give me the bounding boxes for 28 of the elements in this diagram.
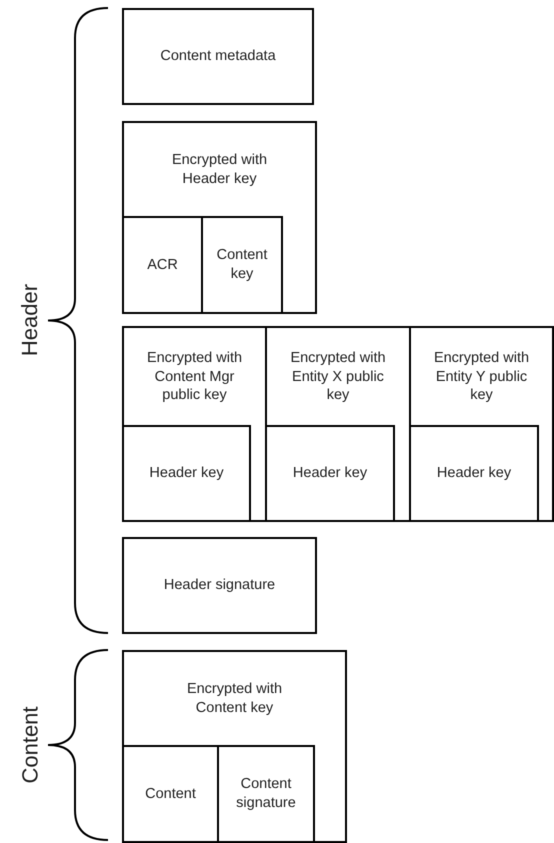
section-label: Header (17, 284, 44, 356)
container-box (122, 326, 267, 522)
box-text: Encrypted with Content key (186, 680, 284, 718)
box-text: Content key (216, 246, 268, 284)
box-text: Header key (436, 464, 512, 483)
field-box (265, 425, 395, 522)
field-box (217, 745, 315, 843)
container-box (122, 537, 317, 634)
box-text: Encrypted with Content Mgr public key (146, 348, 244, 406)
container-box (122, 8, 314, 105)
box-text: Content metadata (159, 47, 277, 66)
container-box (265, 326, 411, 522)
container-box (122, 121, 317, 314)
box-text: Content (144, 784, 197, 804)
box-text: Encrypted with Entity X public key (289, 348, 387, 406)
container-box (122, 650, 347, 843)
field-box (201, 216, 283, 314)
box-text: Header key (292, 464, 368, 483)
box-text: Encrypted with Header key (170, 151, 268, 189)
field-box (409, 425, 539, 522)
container-box (409, 326, 554, 522)
box-text: Header key (148, 464, 225, 483)
box-text: Content signature (235, 775, 297, 813)
field-box (122, 425, 251, 522)
section-label: Content (17, 706, 44, 784)
box-text: Encrypted with Entity Y public key (432, 348, 530, 406)
box-text: ACR (146, 256, 179, 274)
box-text: Header signature (162, 576, 276, 595)
